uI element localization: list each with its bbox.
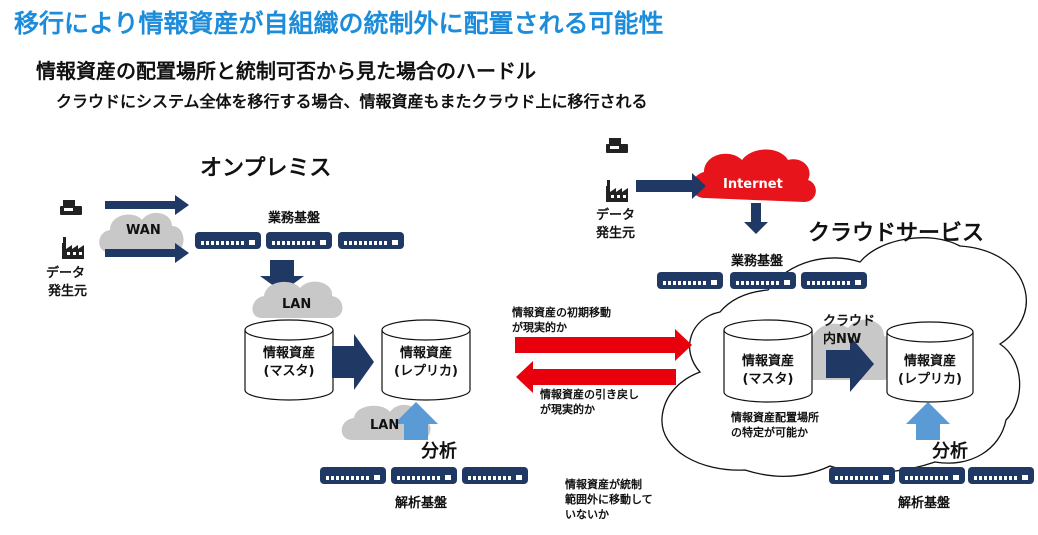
cloud-business-platform-label: 業務基盤 — [731, 254, 784, 269]
onprem-analysis-platform-label: 解析基盤 — [395, 496, 448, 511]
onprem-heading: オンプレミス — [200, 156, 332, 181]
cloud-analysis-label: 分析 — [932, 441, 968, 462]
cloud-nw-label: クラウド 内NW — [823, 314, 876, 347]
onprem-replica-line1: 情報資産 — [399, 346, 452, 361]
subtitle: 情報資産の配置場所と統制可否から見た場合のハードル — [36, 59, 536, 83]
initial-move-note: 情報資産の初期移動 が現実的か — [512, 306, 611, 334]
factory-icon-cloud — [606, 180, 628, 202]
cloud-master-cylinder — [723, 319, 813, 403]
cloud-master-label: 情報資産 (マスタ) — [741, 354, 794, 387]
out-of-control-note: 情報資産が統制 範囲外に移動して いないか — [565, 478, 653, 521]
onprem-source-label-1: データ — [46, 266, 86, 281]
onprem-master-line1: 情報資産 — [262, 346, 315, 361]
onprem-master-cylinder — [244, 319, 334, 401]
wan-arrow-lower — [105, 243, 189, 263]
source-to-internet-arrow — [636, 173, 706, 199]
wan-cloud — [99, 212, 184, 252]
cloud-analysis-switches — [829, 467, 1034, 484]
cloud-source-label-1: データ — [596, 208, 636, 223]
cloud-business-switches — [657, 272, 867, 289]
wan-label: WAN — [126, 223, 161, 238]
factory-icon — [62, 237, 84, 259]
analysis-up-arrow-cloud — [906, 402, 950, 440]
pullback-note: 情報資産の引き戻し が現実的か — [540, 388, 639, 416]
onprem-analysis-switches — [320, 467, 528, 484]
internet-label: Internet — [723, 177, 783, 192]
lan-label-bottom: LAN — [370, 418, 400, 433]
page-title: 移行により情報資産が自組織の統制外に配置される可能性 — [14, 9, 664, 38]
cloud-replica-label: 情報資産 (レプリカ) — [898, 354, 962, 387]
initial-move-arrow — [515, 329, 692, 361]
cloud-replica-cylinder — [886, 321, 974, 403]
onprem-master-line2: (マスタ) — [263, 364, 315, 379]
wan-arrow-upper — [105, 195, 189, 215]
location-note: 情報資産配置場所 の特定が可能か — [731, 411, 819, 439]
onprem-replica-label: 情報資産 (レプリカ) — [378, 345, 474, 381]
onprem-analysis-label: 分析 — [421, 441, 457, 462]
cloud-analysis-platform-label: 解析基盤 — [898, 496, 951, 511]
onprem-replica-line2: (レプリカ) — [394, 364, 458, 379]
onprem-replica-cylinder — [381, 319, 471, 401]
analysis-up-arrow-onprem — [394, 402, 438, 440]
internet-down-arrow — [744, 203, 768, 234]
lan-label-top: LAN — [282, 297, 312, 312]
replicate-arrow-cloud — [826, 336, 874, 392]
onprem-business-platform-label: 業務基盤 — [268, 211, 321, 226]
cloud-heading: クラウドサービス — [808, 221, 985, 246]
register-icon — [60, 200, 82, 215]
internet-cloud — [692, 149, 816, 202]
onprem-source-label-2: 発生元 — [48, 284, 88, 299]
register-icon-cloud — [606, 138, 628, 153]
onprem-business-switches — [195, 232, 404, 249]
replicate-arrow-onprem — [332, 334, 374, 390]
cloud-source-label-2: 発生元 — [596, 226, 636, 241]
onprem-master-label: 情報資産 (マスタ) — [241, 345, 337, 381]
pullback-arrow — [516, 361, 676, 393]
lan-cloud-top — [252, 281, 343, 318]
description: クラウドにシステム全体を移行する場合、情報資産もまたクラウド上に移行される — [56, 92, 648, 111]
